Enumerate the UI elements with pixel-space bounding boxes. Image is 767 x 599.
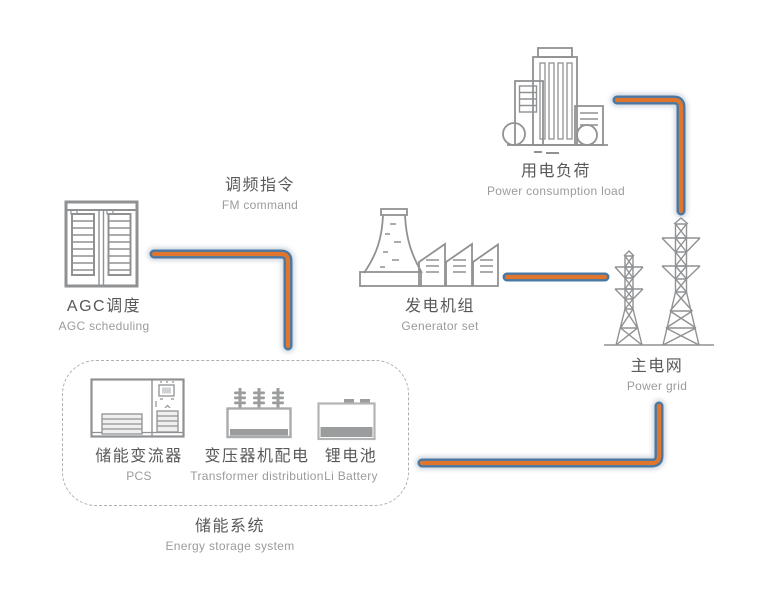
battery-label-en: Li Battery bbox=[324, 469, 378, 483]
load-label: 用电负荷 Power consumption load bbox=[456, 162, 656, 198]
connector-grid-to-storage bbox=[415, 399, 666, 470]
storage-system-label: 储能系统 Energy storage system bbox=[130, 517, 330, 553]
server-rack-icon bbox=[64, 200, 139, 288]
pcs-converter-icon bbox=[90, 378, 185, 438]
transformer-label-zh: 变压器机配电 bbox=[204, 448, 310, 465]
storage-system-label-en: Energy storage system bbox=[165, 539, 295, 553]
pcs-label: 储能变流器 PCS bbox=[59, 447, 219, 483]
pcs-label-zh: 储能变流器 bbox=[95, 448, 183, 465]
load-label-zh: 用电负荷 bbox=[520, 163, 591, 180]
fm-command-label: 调频指令 FM command bbox=[160, 176, 360, 212]
pcs-label-en: PCS bbox=[126, 469, 152, 483]
transmission-tower-icon bbox=[604, 217, 714, 346]
grid-label: 主电网 Power grid bbox=[557, 357, 757, 393]
storage-system-label-zh: 储能系统 bbox=[194, 518, 265, 535]
battery-label: 锂电池 Li Battery bbox=[271, 447, 431, 483]
fm-command-label-zh: 调频指令 bbox=[224, 177, 295, 194]
battery-icon bbox=[317, 399, 376, 441]
transformer-label-en: Transformer distribution bbox=[190, 469, 324, 483]
generator-label-en: Generator set bbox=[401, 319, 479, 333]
load-label-en: Power consumption load bbox=[486, 184, 625, 198]
fm-command-label-en: FM command bbox=[221, 198, 299, 212]
generator-label: 发电机组 Generator set bbox=[340, 297, 540, 333]
transformer-icon bbox=[226, 388, 292, 439]
agc-label: AGC调度 AGC scheduling bbox=[4, 297, 204, 333]
generator-label-zh: 发电机组 bbox=[404, 298, 475, 315]
grid-label-zh: 主电网 bbox=[630, 358, 684, 375]
energy-storage-box bbox=[62, 360, 409, 506]
agc-label-zh: AGC调度 bbox=[66, 298, 142, 315]
grid-label-en: Power grid bbox=[626, 379, 688, 393]
building-icon bbox=[502, 47, 608, 154]
agc-label-en: AGC scheduling bbox=[58, 319, 150, 333]
transformer-label: 变压器机配电 Transformer distribution bbox=[157, 447, 357, 483]
battery-label-zh: 锂电池 bbox=[324, 448, 378, 465]
power-plant-icon bbox=[359, 208, 499, 287]
